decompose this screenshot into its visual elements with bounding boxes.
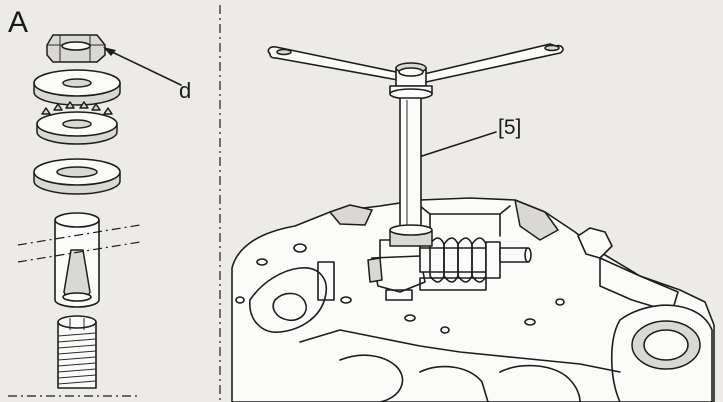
spring-mechanism — [367, 237, 532, 301]
housing-casting — [231, 197, 715, 402]
tool-callout-leader — [421, 131, 497, 157]
hex-nut-icon — [46, 34, 106, 63]
washer-icon — [33, 69, 121, 106]
washer-icon — [33, 158, 121, 195]
tool-installation-view — [231, 43, 715, 402]
tool-callout-label: [5] — [498, 116, 522, 139]
nut-callout-leader — [103, 47, 182, 86]
bolt-icon — [8, 315, 138, 397]
pin-icon — [17, 212, 141, 308]
panel-letter: A — [8, 6, 29, 39]
lock-washer-icon — [36, 101, 118, 145]
tool-5-extractor — [267, 43, 564, 247]
exploded-parts-view — [8, 34, 182, 397]
nut-callout-label: d — [179, 78, 192, 103]
